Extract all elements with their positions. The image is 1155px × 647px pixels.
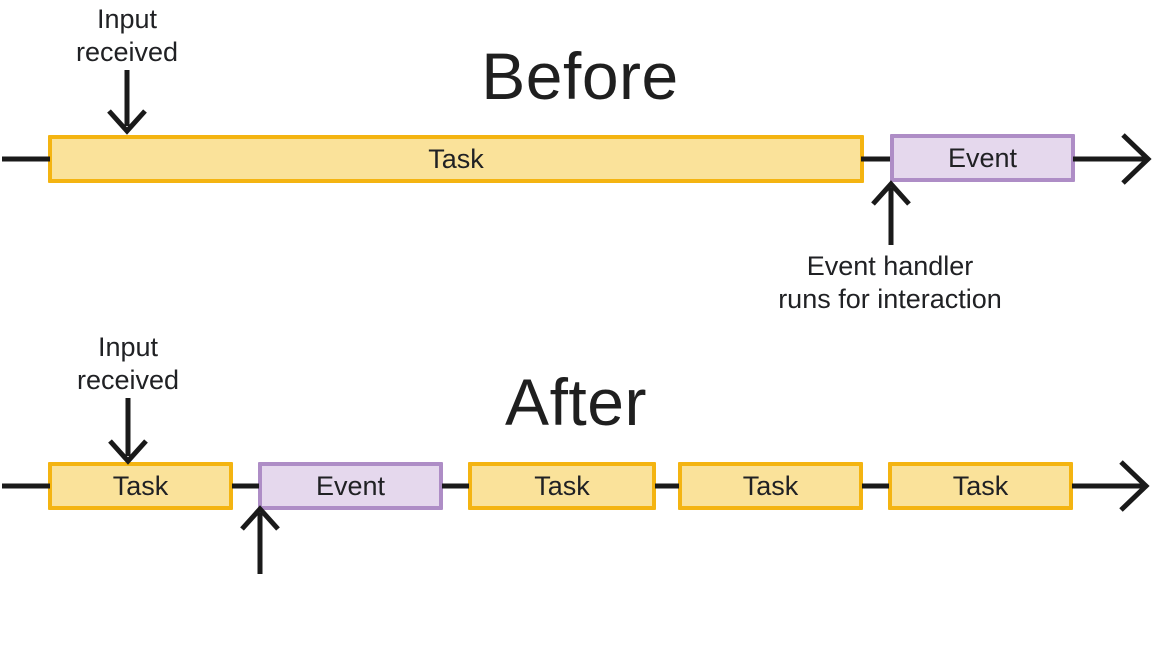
- after-task-bar-3: Task: [678, 462, 863, 510]
- before-event-bar: Event: [890, 134, 1075, 182]
- after-task-bar-2-label: Task: [534, 470, 590, 501]
- before-task-bar-label: Task: [428, 143, 484, 174]
- before-down-arrow-icon: [107, 70, 147, 135]
- before-handler-label-line2: runs for interaction: [778, 284, 1002, 314]
- before-handler-label-line1: Event handler: [806, 251, 974, 281]
- before-event-bar-label: Event: [947, 142, 1018, 173]
- after-task-bar-1-label: Task: [112, 470, 169, 501]
- after-input-label-line2: received: [76, 365, 180, 395]
- after-up-arrow-icon: [240, 505, 280, 574]
- after-input-label-line1: Input: [97, 332, 159, 362]
- before-up-arrow-icon: [871, 180, 911, 245]
- before-input-label: Input received: [27, 3, 227, 69]
- after-input-label: Input received: [28, 331, 228, 397]
- after-task-bar-2: Task: [468, 462, 656, 510]
- before-input-label-line1: Input: [96, 4, 158, 34]
- after-event-bar: Event: [258, 462, 443, 510]
- after-event-bar-label: Event: [315, 470, 386, 501]
- before-task-bar: Task: [48, 135, 864, 183]
- before-input-label-line2: received: [75, 37, 179, 67]
- before-title: Before: [481, 39, 679, 113]
- after-title: After: [505, 365, 647, 439]
- after-down-arrow-icon: [108, 398, 148, 465]
- after-timeline-right-arrow-icon: [1119, 460, 1150, 512]
- after-task-bar-4-label: Task: [952, 470, 1009, 501]
- after-task-bar-1: Task: [48, 462, 233, 510]
- after-task-bar-4: Task: [888, 462, 1073, 510]
- before-handler-label: Event handler runs for interaction: [740, 250, 1040, 316]
- after-task-bar-3-label: Task: [742, 470, 799, 501]
- before-timeline-right-arrow-icon: [1121, 133, 1152, 185]
